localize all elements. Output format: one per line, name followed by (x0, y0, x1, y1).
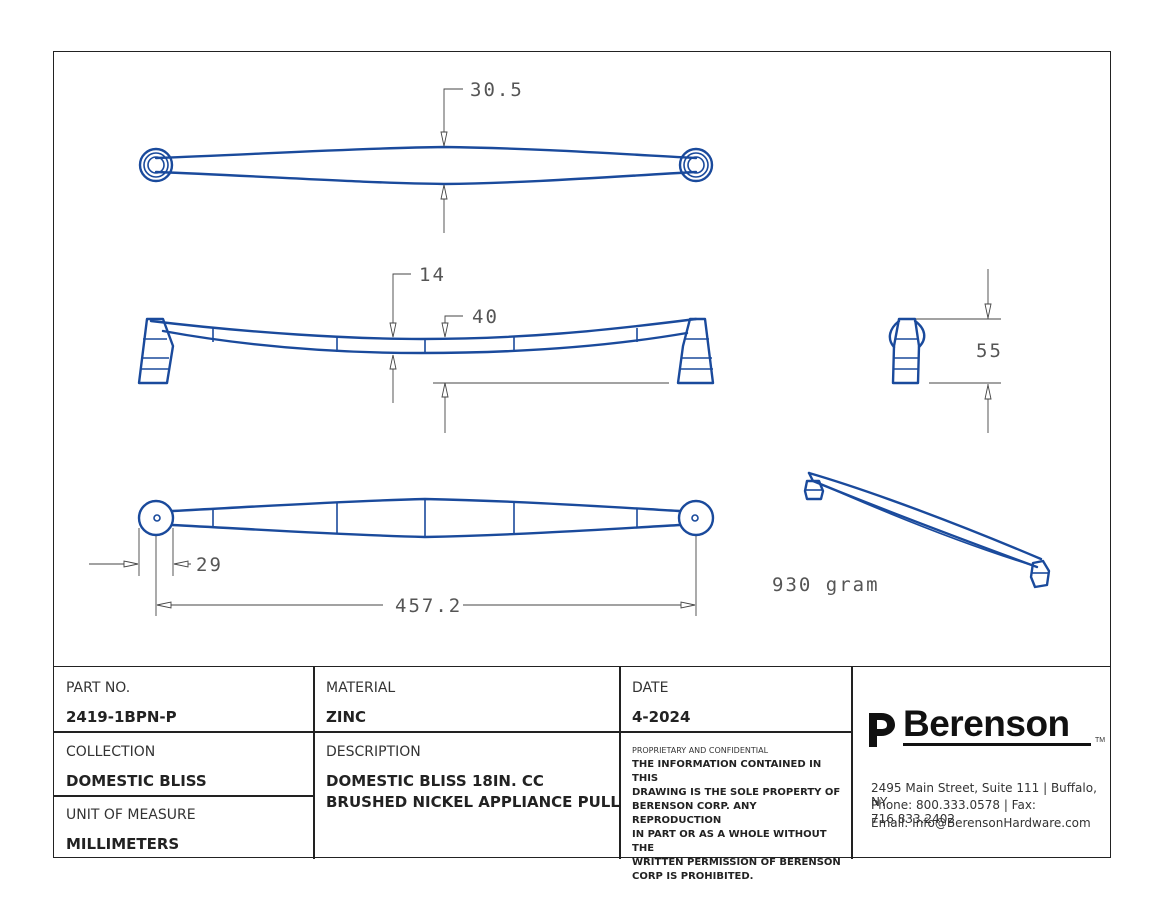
date-value: 4-2024 (632, 708, 691, 726)
drawing-sheet: 30.5 14 40 55 29 457.2 930 gram (53, 51, 1111, 858)
top-view (138, 88, 714, 233)
confidential-notice: THE INFORMATION CONTAINED IN THIS DRAWIN… (632, 758, 847, 884)
isometric-view (803, 471, 1051, 589)
collection-value: DOMESTIC BLISS (66, 772, 207, 790)
weight-label: 930 gram (772, 574, 880, 596)
trademark: TM (1095, 737, 1106, 744)
berenson-logo-icon (869, 713, 895, 747)
confidential-line: WRITTEN PERMISSION OF BERENSON (632, 857, 841, 868)
date-label: DATE (632, 680, 669, 696)
dim-depth-center: 40 (472, 306, 499, 328)
company-email: Email: Info@BerensonHardware.com (871, 816, 1091, 830)
front-view (137, 273, 715, 433)
company-phone: Phone: 800.333.0578 | Fax: 716.833.2402 (871, 798, 1036, 826)
dim-center-to-center: 457.2 (395, 595, 462, 617)
part-no-value: 2419-1BPN-P (66, 708, 177, 726)
description-line-2: BRUSHED NICKEL APPLIANCE PULL (326, 793, 620, 811)
unit-value: MILLIMETERS (66, 835, 180, 853)
material-value: ZINC (326, 708, 367, 726)
confidential-line: DRAWING IS THE SOLE PROPERTY OF (632, 787, 841, 798)
bottom-view (89, 497, 715, 616)
dim-post-diameter: 29 (196, 554, 223, 576)
confidential-heading: PROPRIETARY AND CONFIDENTIAL (632, 746, 769, 755)
confidential-line: IN PART OR AS A WHOLE WITHOUT THE (632, 829, 827, 854)
side-view (888, 269, 1001, 433)
title-block: PART NO. 2419-1BPN-P MATERIAL ZINC DATE … (53, 666, 1111, 882)
dim-width-top: 30.5 (470, 79, 524, 101)
part-no-label: PART NO. (66, 680, 131, 696)
dim-depth-bar: 14 (419, 264, 446, 286)
technical-drawing: 30.5 14 40 55 29 457.2 930 gram (89, 79, 1051, 617)
confidential-line: THE INFORMATION CONTAINED IN THIS (632, 759, 822, 784)
confidential-line: BERENSON CORP. ANY REPRODUCTION (632, 801, 757, 826)
confidential-line: CORP IS PROHIBITED. (632, 871, 754, 882)
company-address: 2495 Main Street, Suite 111 | Buffalo, N… (871, 781, 1097, 809)
dim-height: 55 (976, 340, 1003, 362)
company-name: Berenson (903, 703, 1070, 744)
unit-label: UNIT OF MEASURE (66, 807, 196, 823)
collection-label: COLLECTION (66, 744, 156, 760)
logo-underline (903, 743, 1091, 746)
description-label: DESCRIPTION (326, 744, 421, 760)
description-line-1: DOMESTIC BLISS 18IN. CC (326, 772, 544, 790)
material-label: MATERIAL (326, 680, 396, 696)
